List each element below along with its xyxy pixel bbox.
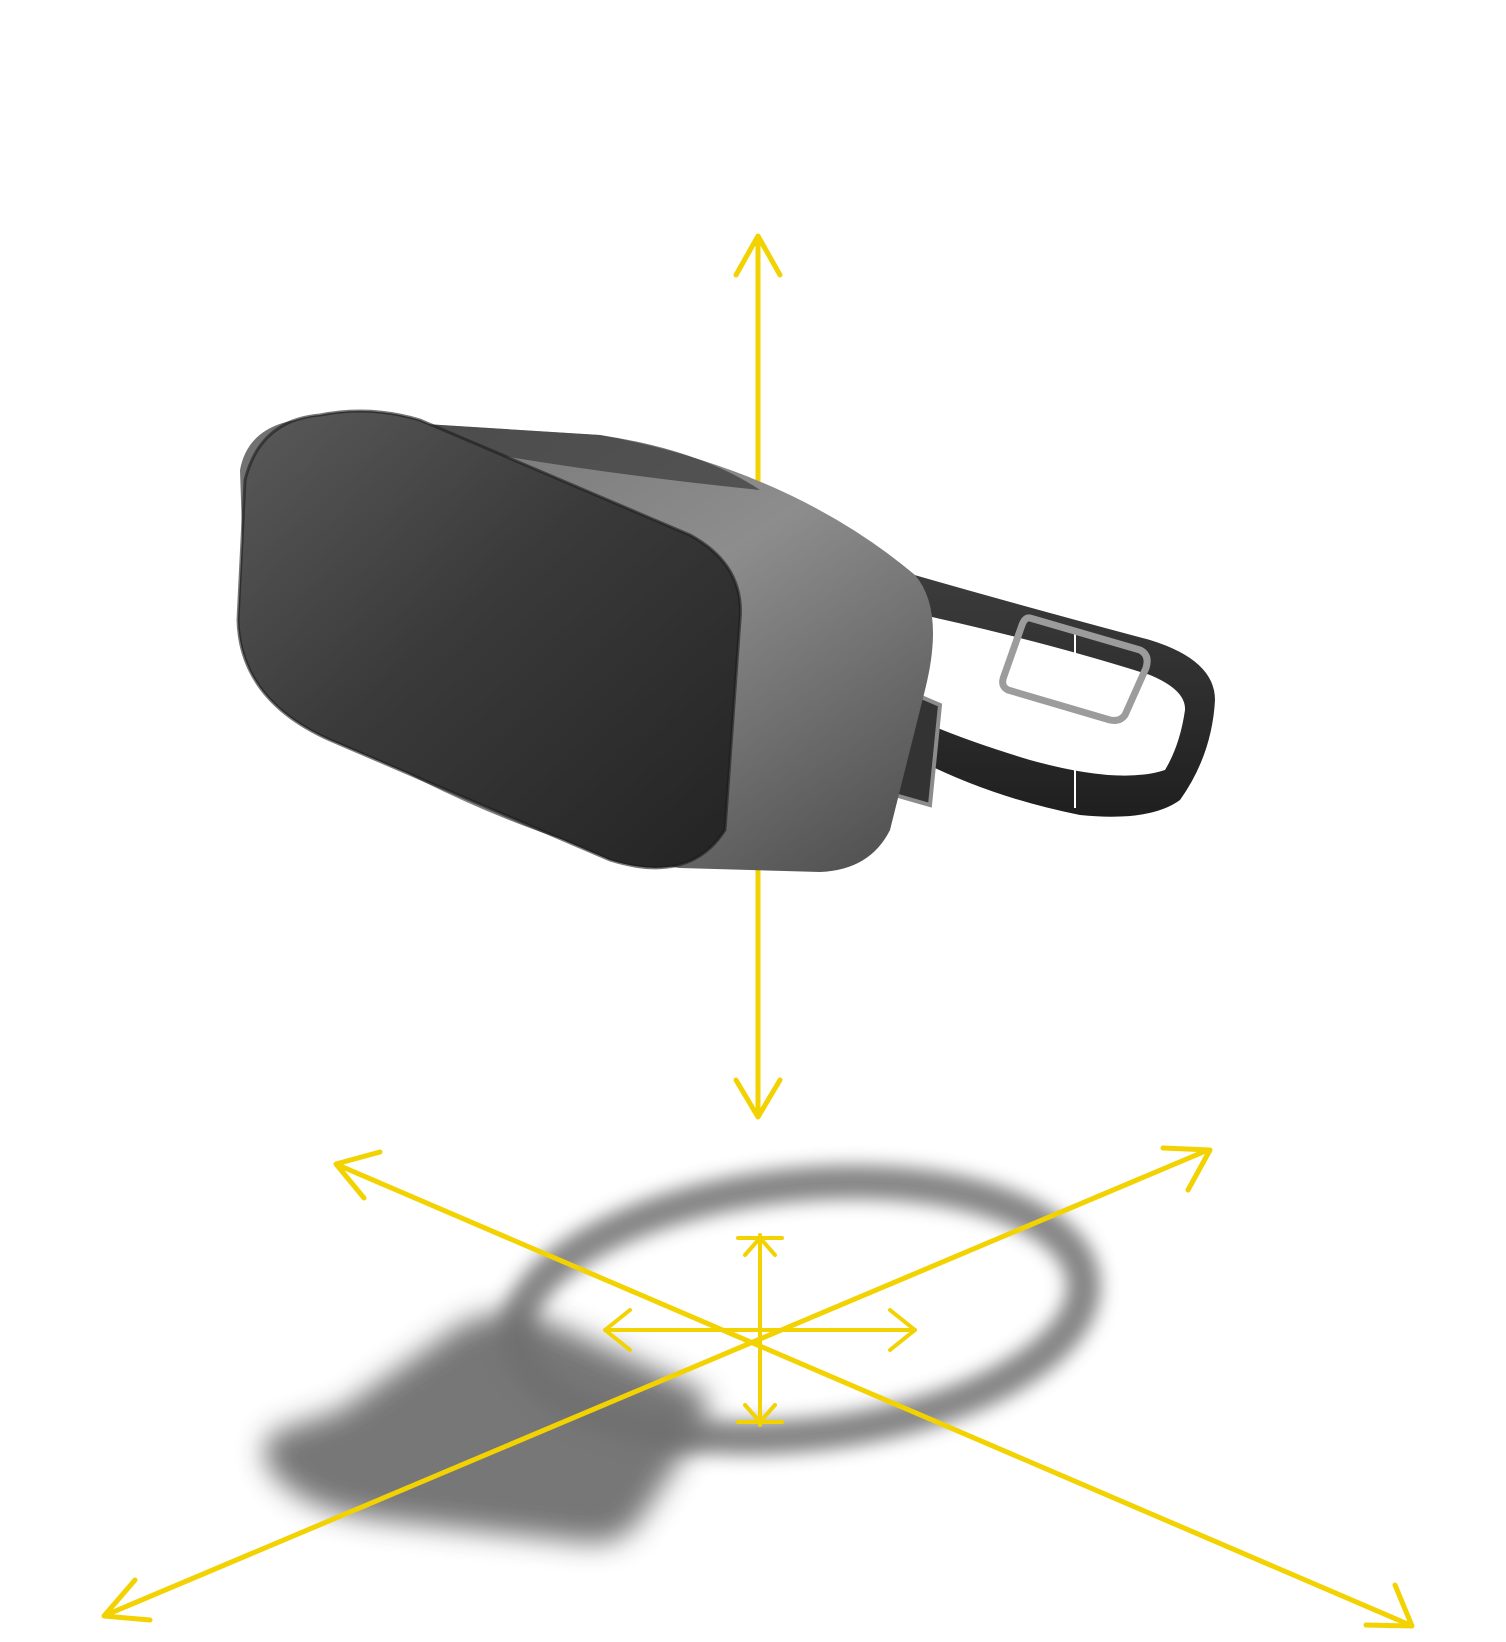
strap-buckle [999,614,1151,724]
small-cross-arrow-icon [603,1233,917,1427]
headset-front-face [236,409,742,870]
floor-shadow [264,1165,1101,1544]
headset-strap [880,565,1215,817]
diagonal-axis-arrow-icon [101,1145,1415,1629]
